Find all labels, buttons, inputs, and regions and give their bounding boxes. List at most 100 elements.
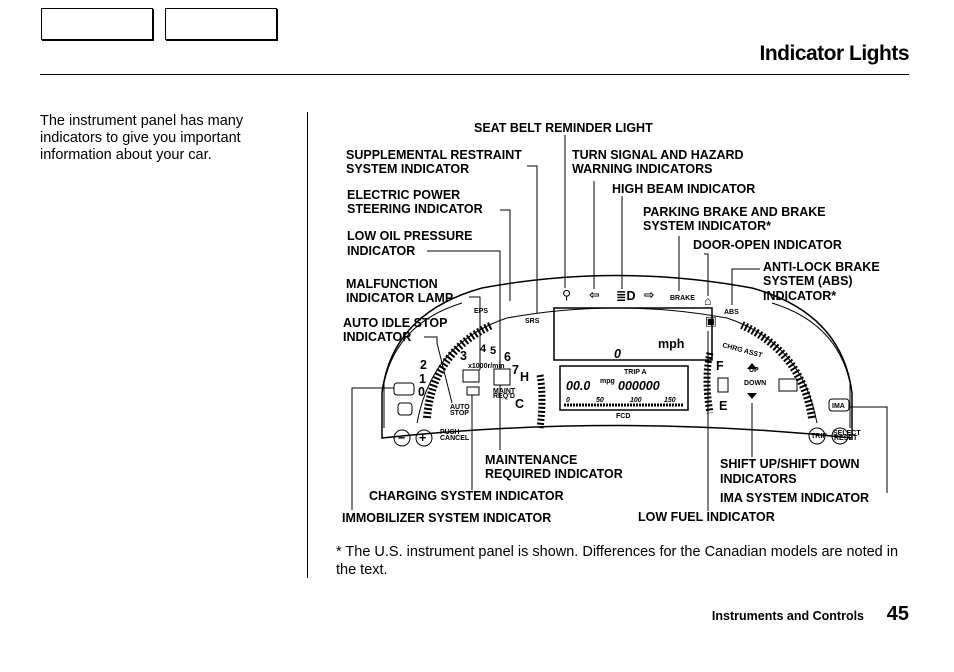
svg-text:INDICATORS: INDICATORS — [720, 472, 797, 486]
label-abs: ANTI-LOCK BRAKE — [763, 260, 880, 274]
intro-paragraph: The instrument panel has many indicators… — [40, 113, 244, 163]
svg-text:150: 150 — [664, 397, 676, 404]
ima-icon — [828, 398, 850, 412]
svg-text:SYSTEM INDICATOR: SYSTEM INDICATOR — [346, 162, 469, 176]
svg-text:F: F — [716, 359, 724, 373]
svg-text:1: 1 — [419, 372, 426, 386]
high-beam-icon: ≣D — [616, 289, 636, 303]
svg-text:INDICATOR*: INDICATOR* — [763, 289, 836, 303]
svg-text:SYSTEM INDICATOR*: SYSTEM INDICATOR* — [643, 219, 771, 233]
ima-label: IMA — [832, 403, 845, 410]
speed-unit: mph — [658, 337, 684, 351]
page-title: Indicator Lights — [759, 42, 910, 65]
svg-text:3: 3 — [460, 349, 467, 363]
center-display — [553, 307, 713, 411]
svg-text:WARNING INDICATORS: WARNING INDICATORS — [572, 162, 713, 176]
svg-text:INDICATOR LAMP: INDICATOR LAMP — [346, 291, 453, 305]
srs-icon: SRS — [525, 318, 540, 325]
label-auto-idle: AUTO IDLE STOP — [343, 316, 447, 330]
svg-text:C: C — [515, 397, 524, 411]
label-malfunction: MALFUNCTION — [346, 277, 438, 291]
shift-down-icon — [747, 393, 757, 399]
turn-right-icon: ⇨ — [644, 288, 654, 302]
svg-text:STOP: STOP — [450, 410, 469, 417]
trip-button — [808, 427, 826, 445]
label-high-beam: HIGH BEAM INDICATOR — [612, 182, 755, 196]
down-label: DOWN — [744, 380, 766, 387]
svg-text:6: 6 — [504, 350, 511, 364]
shift-up-icon — [747, 363, 757, 369]
svg-text:TRIP: TRIP — [811, 433, 827, 440]
label-srs: SUPPLEMENTAL RESTRAINT — [346, 148, 522, 162]
seat-belt-icon: ⚲ — [562, 288, 571, 302]
fuel-pump-icon — [717, 377, 729, 393]
svg-text:STEERING INDICATOR: STEERING INDICATOR — [347, 202, 483, 216]
page-number: 45 — [886, 603, 909, 625]
label-door-open: DOOR-OPEN INDICATOR — [693, 238, 842, 252]
mpg-unit: mpg — [600, 378, 615, 385]
fcd-label: FCD — [616, 413, 630, 420]
callout-labels: SEAT BELT REMINDER LIGHT SUPPLEMENTAL RE… — [342, 121, 880, 525]
right-gauge-ticks — [740, 321, 816, 419]
immobilizer-icon — [393, 382, 415, 396]
battery-icon — [778, 378, 798, 392]
label-maintenance: MAINTENANCE — [485, 453, 577, 467]
maint-reqd-label: MAINT — [493, 388, 516, 395]
chrg-asst-label: CHRG ASST — [721, 342, 763, 360]
brake-icon: BRAKE — [670, 295, 695, 302]
svg-text:+: + — [419, 431, 426, 445]
svg-text:0: 0 — [566, 397, 570, 404]
svg-text:CANCEL: CANCEL — [440, 435, 470, 442]
svg-text:INDICATOR: INDICATOR — [347, 244, 415, 258]
abs-icon: ABS — [724, 309, 739, 316]
label-ima: IMA SYSTEM INDICATOR — [720, 491, 869, 505]
svg-text:x1000r/min: x1000r/min — [468, 363, 505, 370]
svg-text:E: E — [719, 399, 727, 413]
label-turn-signal: TURN SIGNAL AND HAZARD — [572, 148, 744, 162]
leader-lines — [351, 135, 888, 511]
column-divider — [307, 112, 308, 578]
svg-text:H: H — [520, 370, 529, 384]
svg-text:100: 100 — [630, 397, 642, 404]
low-fuel-icon: ▣ — [705, 314, 717, 328]
tach-numbers: 0 1 2 3 4 5 6 7 — [418, 343, 519, 399]
svg-text:5: 5 — [490, 345, 496, 357]
svg-text:SELECT: SELECT — [833, 430, 861, 437]
left-warning-icons — [462, 368, 511, 396]
minus-button — [393, 429, 411, 447]
label-shift: SHIFT UP/SHIFT DOWN — [720, 457, 860, 471]
label-immobilizer: IMMOBILIZER SYSTEM INDICATOR — [342, 511, 551, 525]
svg-text:REQ'D: REQ'D — [493, 393, 515, 400]
footnote: * The U.S. instrument panel is shown. Di… — [336, 544, 899, 578]
svg-text:−: − — [398, 431, 405, 445]
select-reset-button — [831, 427, 849, 445]
footer-section-name: Instruments and Controls — [711, 609, 864, 623]
title-divider — [40, 74, 909, 75]
label-parking-brake: PARKING BRAKE AND BRAKE — [643, 205, 826, 219]
tachometer-ticks — [423, 321, 494, 419]
label-eps: ELECTRIC POWER — [347, 188, 460, 202]
svg-text:INDICATOR: INDICATOR — [343, 330, 411, 344]
plus-button — [415, 429, 433, 447]
instrument-panel-diagram: 0 1 2 3 4 5 6 7 x1000r/min H C F E 0 mph… — [332, 113, 902, 533]
nav-tab-box-1[interactable] — [41, 8, 153, 40]
svg-text:4: 4 — [480, 343, 487, 355]
up-label: UP — [749, 367, 759, 374]
odometer-readout: 000000 — [618, 379, 660, 393]
fuel-gauge — [703, 352, 714, 414]
label-charging: CHARGING SYSTEM INDICATOR — [369, 489, 564, 503]
push-cancel-label: PUSH — [440, 429, 459, 436]
label-low-oil: LOW OIL PRESSURE — [347, 229, 472, 243]
nav-tab-box-2[interactable] — [165, 8, 277, 40]
door-open-icon: ⌂ — [704, 294, 712, 308]
svg-text:2: 2 — [420, 358, 427, 372]
speed-readout: 0 — [614, 347, 621, 361]
temperature-gauge — [536, 374, 546, 429]
svg-text:SYSTEM (ABS): SYSTEM (ABS) — [763, 274, 853, 288]
left-side-button — [397, 402, 413, 416]
svg-text:0: 0 — [418, 385, 425, 399]
svg-text:REQUIRED INDICATOR: REQUIRED INDICATOR — [485, 467, 623, 481]
svg-text:RESET: RESET — [834, 435, 858, 442]
svg-text:50: 50 — [596, 397, 604, 404]
mpg-readout: 00.0 — [566, 379, 590, 393]
